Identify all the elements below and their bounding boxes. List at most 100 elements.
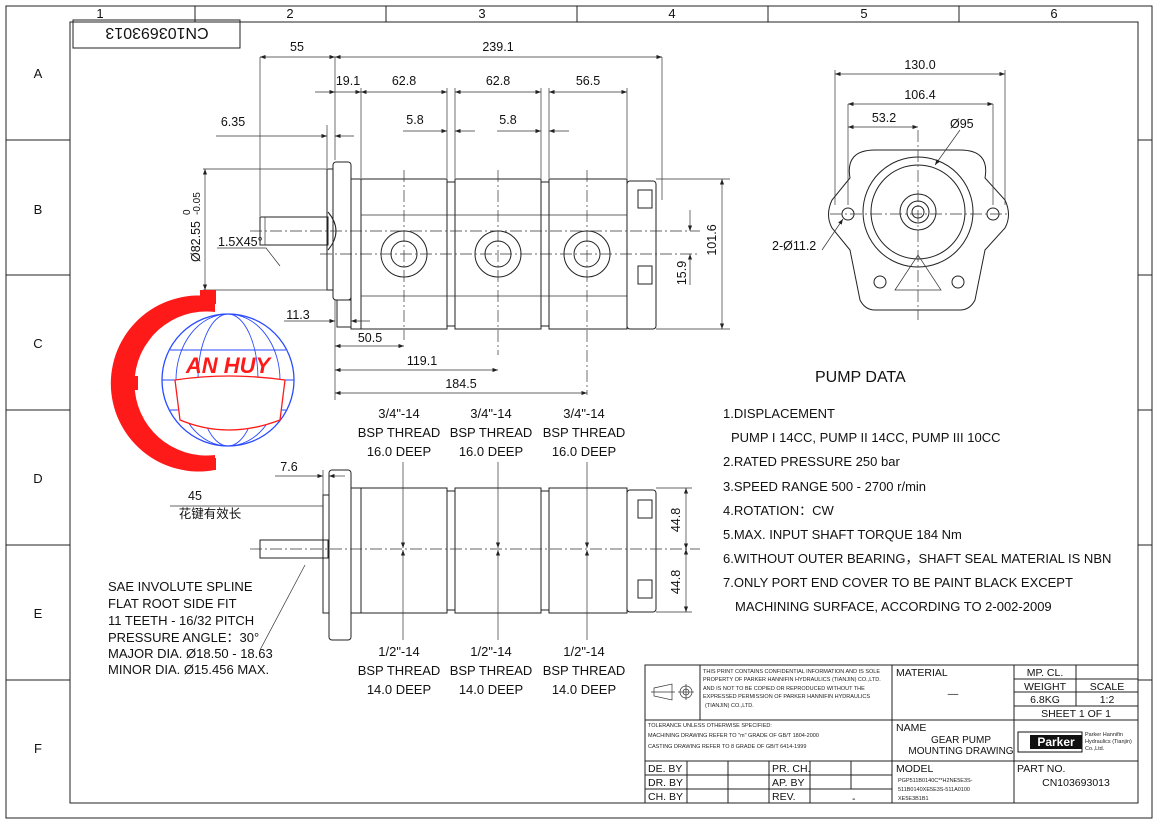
svg-text:MAJOR DIA. Ø18.50 - 18.63: MAJOR DIA. Ø18.50 - 18.63 [108, 646, 273, 661]
svg-text:PUMP I 14CC, PUMP II 14CC, PUM: PUMP I 14CC, PUMP II 14CC, PUMP III 10CC [731, 430, 1000, 445]
svg-text:BSP THREAD: BSP THREAD [450, 425, 533, 440]
svg-text:5.MAX. INPUT SHAFT TORQUE 184: 5.MAX. INPUT SHAFT TORQUE 184 Nm [723, 527, 962, 542]
dim-11-3: 11.3 [286, 308, 309, 322]
svg-text:MACHINING DRAWING REFER TO "m": MACHINING DRAWING REFER TO "m" GRADE OF … [648, 733, 819, 739]
dim-5-8: 5.8 [499, 113, 516, 127]
dim-101-6: 101.6 [705, 224, 719, 255]
svg-text:16.0 DEEP: 16.0 DEEP [367, 444, 431, 459]
dim-6-35: 6.35 [221, 115, 245, 129]
svg-text:BSP THREAD: BSP THREAD [543, 425, 626, 440]
dim-184-5: 184.5 [445, 377, 476, 391]
svg-text:CH. BY: CH. BY [648, 791, 683, 803]
scale-value: 1:2 [1100, 694, 1115, 706]
svg-text:BSP THREAD: BSP THREAD [543, 663, 626, 678]
weight-value: 6.8KG [1030, 694, 1060, 706]
svg-text:DR. BY: DR. BY [648, 777, 683, 789]
svg-text:FLAT ROOT SIDE FIT: FLAT ROOT SIDE FIT [108, 596, 237, 611]
dim-106-4: 106.4 [904, 88, 935, 102]
svg-text:1.DISPLACEMENT: 1.DISPLACEMENT [723, 406, 835, 421]
dim-55: 55 [290, 40, 304, 54]
svg-text:3/4"-14: 3/4"-14 [470, 406, 511, 421]
svg-text:14.0 DEEP: 14.0 DEEP [367, 682, 431, 697]
svg-text:14.0 DEEP: 14.0 DEEP [459, 682, 523, 697]
dim-holes: 2-Ø11.2 [772, 239, 816, 253]
svg-text:BSP THREAD: BSP THREAD [450, 663, 533, 678]
outlet-port-labels: 1/2"-14 BSP THREAD 14.0 DEEP 1/2"-14 BSP… [358, 644, 626, 697]
sheet-info: SHEET 1 OF 1 [1041, 708, 1111, 720]
svg-text:6.WITHOUT OUTER BEARING，SHAFT: 6.WITHOUT OUTER BEARING，SHAFT SEAL MATER… [723, 551, 1111, 566]
dim-62-8: 62.8 [392, 74, 416, 88]
dim-62-8: 62.8 [486, 74, 510, 88]
svg-text:MP. CL.: MP. CL. [1027, 667, 1064, 679]
spline-note: SAE INVOLUTE SPLINE FLAT ROOT SIDE FIT 1… [108, 579, 273, 677]
logo-text: AN HUY [185, 353, 273, 378]
dim-dia-82-55: Ø82.55 [189, 221, 203, 262]
dim-7-6: 7.6 [280, 460, 297, 474]
svg-text:CASTING DRAWING REFER TO 8 GRA: CASTING DRAWING REFER TO 8 GRADE OF GB/T… [648, 744, 806, 750]
svg-text:16.0 DEEP: 16.0 DEEP [552, 444, 616, 459]
tolerance-lower: -0.05 [192, 192, 203, 215]
svg-text:PRESSURE ANGLE：30°: PRESSURE ANGLE：30° [108, 630, 259, 645]
material-label: MATERIAL [896, 667, 948, 679]
svg-text:AND IS NOT TO BE COPIED OR REP: AND IS NOT TO BE COPIED OR REPRODUCED WI… [703, 686, 865, 692]
drawing-name: GEAR PUMP [931, 735, 991, 746]
an-huy-logo: AN HUY [110, 290, 295, 472]
pump-data-notes: PUMP DATA 1.DISPLACEMENT PUMP I 14CC, PU… [723, 369, 1111, 614]
svg-text:BSP THREAD: BSP THREAD [358, 425, 441, 440]
dim-53-2: 53.2 [872, 111, 896, 125]
svg-text:1/2"-14: 1/2"-14 [378, 644, 419, 659]
drawing-name: MOUNTING DRAWING [908, 746, 1013, 757]
row-label: B [34, 202, 43, 217]
svg-text:14.0 DEEP: 14.0 DEEP [552, 682, 616, 697]
svg-text:7.ONLY PORT END COVER TO BE PA: 7.ONLY PORT END COVER TO BE PAINT BLACK … [723, 575, 1073, 590]
tolerance-upper: 0 [182, 209, 193, 215]
svg-text:3.SPEED RANGE 500 - 2700 r/min: 3.SPEED RANGE 500 - 2700 r/min [723, 479, 926, 494]
drawing-frame: 1 2 3 4 5 6 A B C D E F CN103693013 [5, 5, 1153, 819]
svg-text:REV.: REV. [772, 791, 796, 803]
spline-length-label: 花键有效长 [179, 506, 242, 521]
svg-text:NAME: NAME [896, 722, 926, 734]
svg-text:1/2"-14: 1/2"-14 [563, 644, 604, 659]
svg-text:(TIANJIN) CO.,LTD.: (TIANJIN) CO.,LTD. [705, 703, 754, 709]
row-label: C [33, 336, 42, 351]
svg-text:4.ROTATION：CW: 4.ROTATION：CW [723, 503, 834, 518]
svg-text:DE. BY: DE. BY [648, 763, 682, 775]
dim-119-1: 119.1 [407, 354, 437, 368]
svg-text:PART NO.: PART NO. [1017, 763, 1065, 775]
dim-50-5: 50.5 [358, 331, 382, 345]
pump-front-view: 130.0 106.4 53.2 Ø95 2-Ø11.2 [772, 58, 1010, 320]
dim-dia-95: Ø95 [950, 117, 974, 131]
row-label: A [34, 66, 43, 81]
svg-text:2.RATED PRESSURE 250 bar: 2.RATED PRESSURE 250 bar [723, 454, 900, 469]
dim-5-8: 5.8 [406, 113, 423, 127]
dim-19-1: 19.1 [336, 74, 360, 88]
dim-44-8: 44.8 [669, 570, 683, 594]
title-block: THIS PRINT CONTAINS CONFIDENTIAL INFORMA… [644, 664, 1139, 805]
inlet-port-labels: 3/4"-14 BSP THREAD 16.0 DEEP 3/4"-14 BSP… [358, 406, 626, 459]
svg-text:Parker Hannifin: Parker Hannifin [1085, 732, 1123, 738]
svg-text:Co.,Ltd.: Co.,Ltd. [1085, 746, 1105, 752]
pump-side-view: 7.6 45 花键有效长 44.8 44.8 3/4"-14 BSP THREA… [170, 406, 700, 697]
part-number: CN103693013 [1042, 777, 1110, 789]
svg-text:PR. CH.: PR. CH. [772, 763, 811, 775]
dim-56-5: 56.5 [576, 74, 600, 88]
svg-text:WEIGHT: WEIGHT [1024, 681, 1067, 693]
svg-text:THIS PRINT CONTAINS CONFIDENTI: THIS PRINT CONTAINS CONFIDENTIAL INFORMA… [703, 669, 880, 675]
dim-15-9: 15.9 [675, 261, 689, 285]
svg-text:-: - [852, 793, 856, 805]
column-label: 4 [668, 6, 675, 21]
model-code: 511B0140XE5E3S-511A0100 [898, 787, 970, 793]
dim-chamfer: 1.5X45° [218, 235, 263, 249]
svg-text:MINOR DIA. Ø15.456 MAX.: MINOR DIA. Ø15.456 MAX. [108, 662, 269, 677]
column-label: 3 [478, 6, 485, 21]
svg-text:Hydraulics (Tianjin): Hydraulics (Tianjin) [1085, 739, 1132, 745]
model-code: XE5E3B1B1 [898, 796, 929, 802]
svg-text:Parker: Parker [1037, 735, 1075, 749]
svg-text:MACHINING SURFACE, ACCORDING T: MACHINING SURFACE, ACCORDING TO 2-002-20… [735, 599, 1052, 614]
svg-text:PROPERTY OF PARKER HANNIFIN HY: PROPERTY OF PARKER HANNIFIN HYDRAULICS (… [703, 677, 881, 683]
column-label: 1 [96, 6, 103, 21]
dim-45: 45 [188, 489, 202, 503]
model-code: PGP511B0140C**H2NE5E3S- [898, 778, 973, 784]
row-label: D [33, 471, 42, 486]
